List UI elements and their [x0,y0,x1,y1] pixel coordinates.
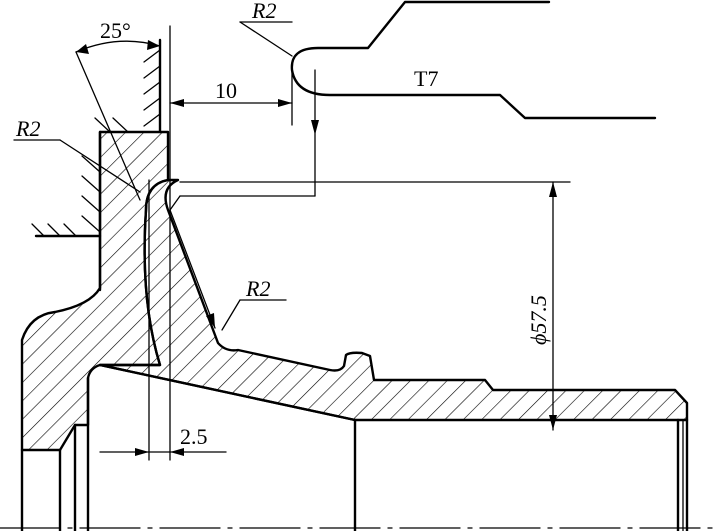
radius-cone-label: R2 [245,276,270,301]
bore-line [98,363,357,422]
part-section [0,130,719,531]
offset-horizontal-label: 10 [215,78,237,103]
cone-and-wall-section [98,178,689,422]
radius-tool-tip-label: R2 [251,0,276,23]
fixture [31,38,162,292]
tool-t7 [290,0,657,120]
diameter-label: ϕ57.5 [526,295,551,345]
tool-label: T7 [414,66,438,91]
offset-bottom-label: 2.5 [180,424,208,449]
dimension-lines [13,21,571,461]
angle-label: 25° [100,18,131,43]
radius-left-label: R2 [15,116,40,141]
